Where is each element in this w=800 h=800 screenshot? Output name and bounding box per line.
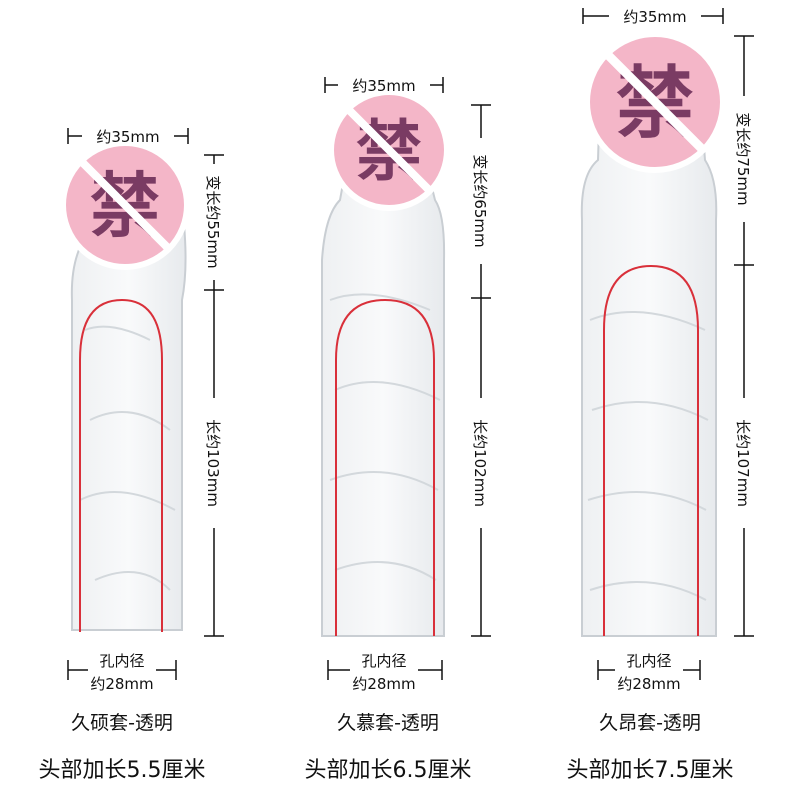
product-2-illustration: 禁 约35mm 变长约65mm 长约102mm 孔内径 约28mm [321, 75, 491, 694]
bore-label-1b: 约28mm [90, 675, 153, 693]
top-width-label-3: 约35mm [623, 8, 686, 26]
bore-label-2b: 约28mm [352, 675, 415, 693]
product-3-subtitle: 头部加长7.5厘米 [566, 758, 734, 783]
length-label-1: 长约103mm [204, 419, 222, 507]
product-3-name: 久昂套-透明 [599, 712, 701, 734]
product-2-subtitle: 头部加长6.5厘米 [304, 758, 472, 783]
length-label-3: 长约107mm [734, 419, 752, 507]
product-1-illustration: 禁 约35mm 变长约55mm 长约103mm 孔内径 约28mm [60, 126, 224, 694]
length-label-2: 长约102mm [471, 419, 489, 507]
head-extension-label-1: 变长约55mm [204, 175, 222, 268]
product-3-illustration: 禁 约35mm 变长约75mm 长约107mm 孔内径 约28mm [580, 6, 754, 694]
top-width-label-1: 约35mm [96, 128, 159, 146]
inner-outline-3 [603, 264, 699, 636]
product-2-name: 久慕套-透明 [337, 712, 439, 734]
bore-label-2a: 孔内径 [361, 652, 406, 670]
head-extension-label-2: 变长约65mm [471, 154, 489, 247]
bore-label-1a: 孔内径 [99, 652, 144, 670]
product-1-name: 久硕套-透明 [71, 712, 173, 734]
bore-label-3a: 孔内径 [626, 652, 671, 670]
head-extension-label-3: 变长约75mm [734, 112, 752, 205]
product-1-subtitle: 头部加长5.5厘米 [38, 758, 206, 783]
top-width-label-2: 约35mm [352, 77, 415, 95]
inner-outline-1 [79, 298, 163, 632]
bore-label-3b: 约28mm [617, 675, 680, 693]
inner-outline-2 [335, 298, 435, 636]
